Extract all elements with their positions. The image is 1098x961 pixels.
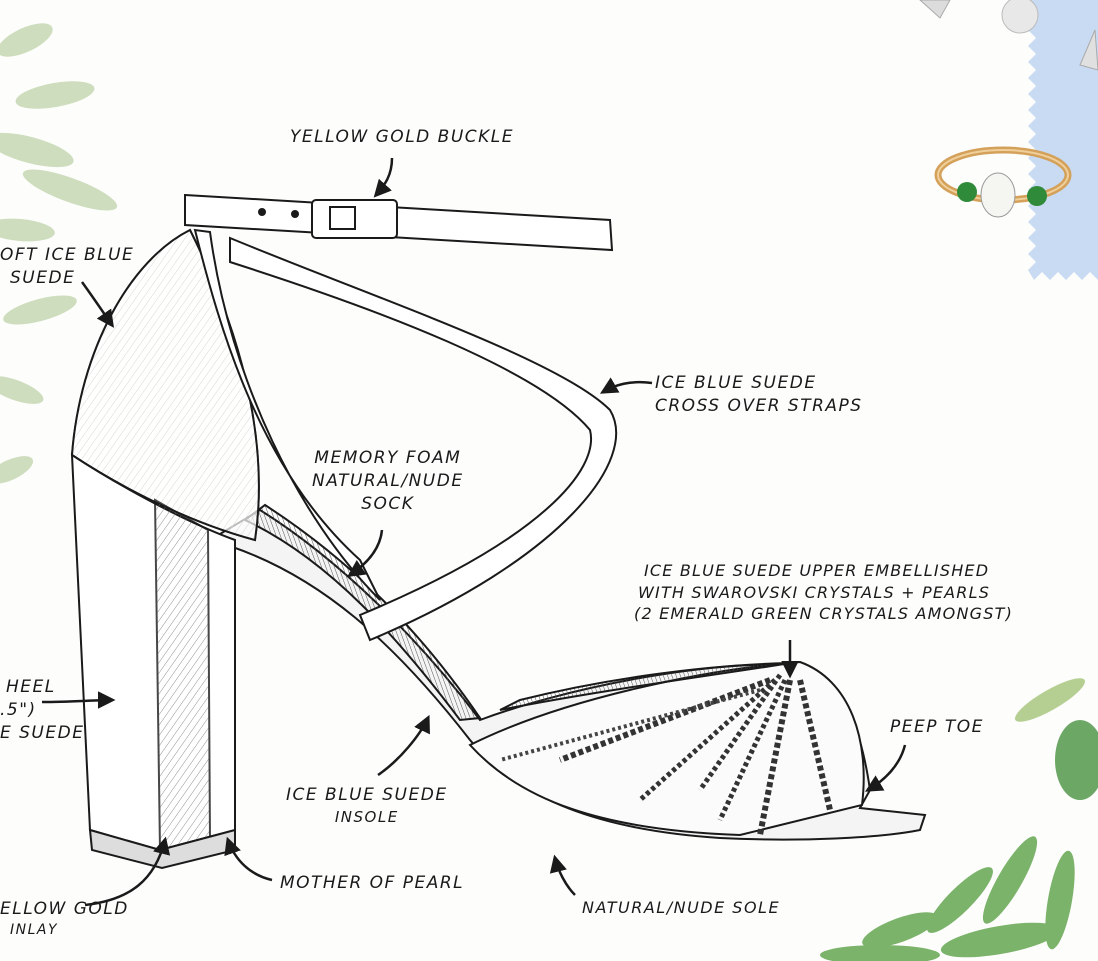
label-line: .5") (0, 699, 37, 720)
label-heel: HEEL .5") E SUEDE (0, 676, 84, 745)
label-line: MEMORY FOAM (314, 448, 462, 468)
diamond-crystal-icon (919, 0, 1098, 71)
annotation-arrows (41, 157, 907, 907)
label-upper-embellished: ICE BLUE SUEDE UPPER EMBELLISHED WITH SW… (634, 560, 1013, 625)
label-line: WITH SWAROVSKI CRYSTALS + PEARLS (638, 582, 991, 602)
label-peep-toe: PEEP TOE (890, 716, 984, 739)
label-cross-over-straps: ICE BLUE SUEDE CROSS OVER STRAPS (655, 372, 863, 418)
label-line: SOCK (361, 493, 415, 514)
label-memory-foam-sock: MEMORY FOAM NATURAL/NUDE SOCK (312, 447, 464, 516)
label-line: MOTHER OF PEARL (280, 873, 465, 893)
label-ice-blue-suede-insole: ICE BLUE SUEDE INSOLE (286, 784, 448, 827)
label-line: SUEDE (10, 267, 76, 288)
label-heel-back-suede: OFT ICE BLUE SUEDE (0, 244, 134, 290)
label-line: ICE BLUE SUEDE (655, 373, 817, 393)
label-line: YELLOW GOLD BUCKLE (290, 127, 514, 147)
engagement-ring-icon (934, 146, 1072, 218)
label-line: ELLOW GOLD (0, 899, 129, 919)
label-line: INLAY (10, 921, 59, 938)
sandal-sketch (70, 193, 927, 870)
fern-leaves-left (0, 23, 118, 484)
label-line: ICE BLUE SUEDE UPPER EMBELLISHED (644, 561, 990, 580)
label-mother-of-pearl: MOTHER OF PEARL (280, 872, 464, 895)
label-line: NATURAL/NUDE (312, 470, 464, 491)
label-line: HEEL (6, 677, 56, 697)
label-line: CROSS OVER STRAPS (655, 395, 863, 416)
label-line: NATURAL/NUDE SOLE (582, 898, 781, 917)
label-line: ICE BLUE SUEDE (286, 785, 448, 805)
label-line: OFT ICE BLUE (0, 245, 135, 265)
label-line: E SUEDE (0, 722, 85, 743)
label-natural-nude-sole: NATURAL/NUDE SOLE (582, 897, 780, 919)
label-yellow-gold-buckle: YELLOW GOLD BUCKLE (290, 126, 514, 149)
label-yellow-gold-inlay: ELLOW GOLD INLAY (0, 898, 129, 940)
label-line: PEEP TOE (890, 717, 984, 737)
fabric-swatch (1028, 0, 1098, 280)
label-line: (2 EMERALD GREEN CRYSTALS AMONGST) (634, 604, 1014, 624)
fern-leaves-right (820, 678, 1098, 961)
label-line: INSOLE (334, 807, 399, 826)
